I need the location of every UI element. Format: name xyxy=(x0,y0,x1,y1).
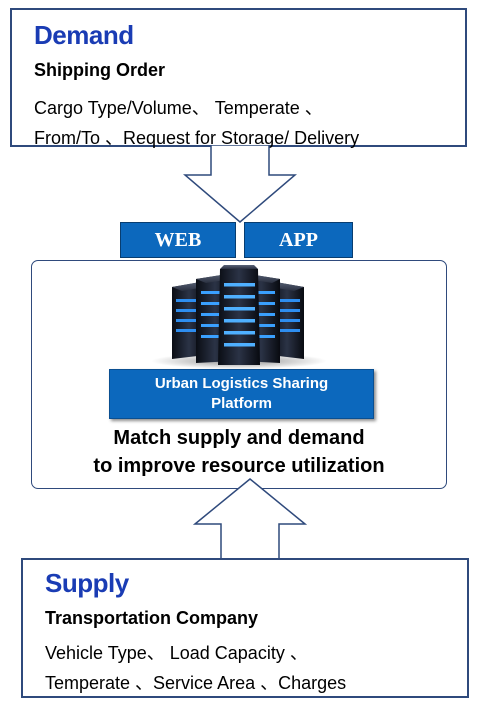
demand-box: Demand Shipping Order Cargo Type/Volume、… xyxy=(10,8,467,148)
platform-description-line-2: to improve resource utilization xyxy=(93,455,385,477)
supply-detail-line-1: Vehicle Type、 Load Capacity 、 xyxy=(45,643,308,663)
demand-title: Demand xyxy=(34,20,134,50)
demand-detail-line-2: From/To 、Request for Storage/ Delivery xyxy=(34,128,360,148)
down-arrow-icon xyxy=(183,145,297,223)
app-channel-tag: APP xyxy=(244,222,353,258)
demand-subtitle: Shipping Order xyxy=(34,60,166,80)
supply-title: Supply xyxy=(45,568,129,598)
supply-box: Supply Transportation Company Vehicle Ty… xyxy=(21,558,469,698)
up-arrow-icon xyxy=(193,478,307,560)
platform-description-line-1: Match supply and demand xyxy=(113,427,365,449)
platform-label-text: Urban Logistics Sharing Platform xyxy=(154,375,329,412)
web-channel-tag: WEB xyxy=(120,222,236,258)
supply-subtitle: Transportation Company xyxy=(45,608,259,628)
demand-detail-line-1: Cargo Type/Volume、 Temperate 、 xyxy=(34,98,323,118)
server-cluster-icon xyxy=(151,265,327,369)
supply-detail-line-2: Temperate 、Service Area 、Charges xyxy=(45,673,347,693)
platform-label: Urban Logistics Sharing Platform xyxy=(109,369,374,419)
